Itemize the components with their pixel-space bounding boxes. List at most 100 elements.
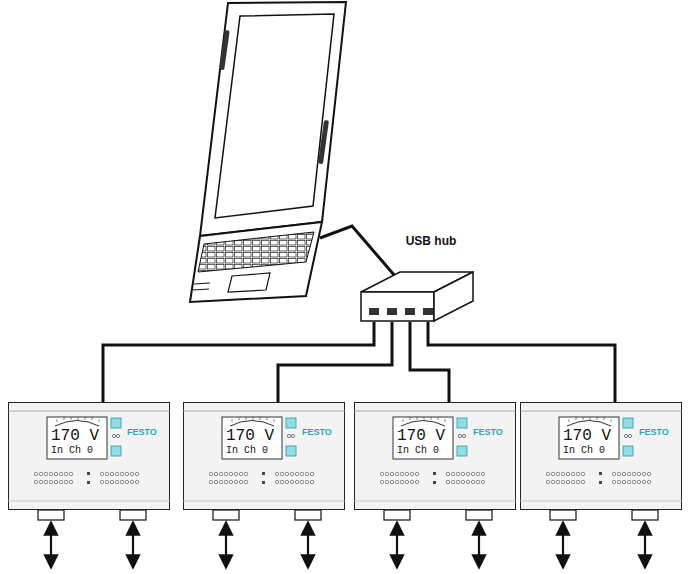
drawing-stroke [224, 480, 227, 483]
drawing-stroke [57, 419, 58, 422]
drawing-stroke [267, 417, 268, 420]
drawing-stroke [78, 417, 79, 420]
drawing-stroke [354, 411, 516, 412]
drawing-stroke [401, 421, 445, 427]
drawing-stroke [120, 480, 123, 483]
drawing-stroke [637, 480, 640, 483]
drawing-stroke [581, 480, 584, 483]
drawing-stroke [135, 480, 138, 483]
display-channel: In Ch 0 [51, 445, 93, 457]
drawing-stroke [569, 419, 570, 422]
drawing-stroke [232, 419, 233, 422]
drawing-stroke [87, 472, 90, 475]
drawing-stroke [47, 417, 107, 459]
drawing-stroke [438, 417, 439, 420]
drawing-stroke [576, 472, 579, 475]
drawing-stroke [410, 417, 411, 420]
drawing-stroke [105, 480, 108, 483]
drawing-stroke [424, 417, 425, 420]
io-port [213, 510, 239, 520]
drawing-stroke [59, 472, 62, 475]
drawing-stroke [637, 472, 640, 475]
drawing-stroke [110, 472, 113, 475]
io-arrow [478, 528, 480, 562]
drawing-stroke [130, 472, 133, 475]
display-value: 170 V [397, 427, 445, 445]
drawing-stroke [112, 434, 115, 437]
drawing-stroke [116, 434, 119, 437]
drawing-stroke [125, 480, 128, 483]
drawing-stroke [92, 417, 93, 420]
drawing-stroke [556, 480, 559, 483]
drawing-stroke [275, 472, 278, 475]
display-channel: In Ch 0 [397, 445, 439, 457]
drawing-stroke [457, 446, 467, 456]
drawing-stroke [274, 419, 275, 422]
drawing-stroke [380, 472, 383, 475]
drawing-stroke [481, 480, 484, 483]
drawing-stroke [253, 417, 254, 420]
drawing-stroke [387, 308, 397, 315]
drawing-stroke [183, 501, 345, 502]
drawing-stroke [8, 501, 170, 502]
drawing-stroke [647, 480, 650, 483]
drawing-stroke [590, 417, 591, 420]
drawing-stroke [111, 418, 121, 428]
drawing-stroke [476, 480, 479, 483]
drawing-stroke [110, 480, 113, 483]
drawing-stroke [461, 480, 464, 483]
display-channel: In Ch 0 [226, 445, 268, 457]
drawing-stroke [100, 472, 103, 475]
drawing-stroke [291, 434, 294, 437]
drawing-stroke [559, 417, 619, 459]
drawing-stroke [642, 472, 645, 475]
drawing-stroke [115, 480, 118, 483]
drawing-stroke [49, 472, 52, 475]
usb-cable [428, 322, 615, 402]
io-arrow [132, 528, 134, 562]
drawing-stroke [285, 472, 288, 475]
drawing-stroke [456, 480, 459, 483]
drawing-stroke [627, 472, 630, 475]
drawing-stroke [115, 472, 118, 475]
drawing-stroke [55, 421, 99, 427]
drawing-stroke [183, 411, 345, 412]
drawing-stroke [405, 308, 415, 315]
drawing-stroke [466, 472, 469, 475]
drawing-stroke [287, 434, 290, 437]
drawing-stroke [8, 411, 170, 412]
drawing-stroke [520, 411, 682, 412]
drawing-stroke [627, 480, 630, 483]
drawing-stroke [597, 417, 598, 420]
drawing-stroke [415, 472, 418, 475]
drawing-stroke [617, 480, 620, 483]
easyport-module: 170 VIn Ch 0FESTO [8, 402, 170, 510]
drawing-stroke [623, 418, 633, 428]
io-arrow [562, 528, 564, 562]
io-arrow [644, 528, 646, 562]
drawing-stroke [100, 480, 103, 483]
io-port [38, 510, 64, 520]
io-port [384, 510, 410, 520]
drawing-stroke [230, 421, 274, 427]
drawing-stroke [69, 480, 72, 483]
drawing-stroke [44, 472, 47, 475]
drawing-stroke [59, 480, 62, 483]
drawing-stroke [64, 472, 67, 475]
drawing-stroke [417, 417, 418, 420]
usb-hub: USB hub [360, 234, 474, 322]
io-port [120, 510, 146, 520]
drawing-stroke [647, 472, 650, 475]
drawing-stroke [244, 480, 247, 483]
drawing-stroke [234, 480, 237, 483]
drawing-stroke [576, 480, 579, 483]
drawing-stroke [462, 434, 465, 437]
drawing-stroke [423, 308, 433, 315]
drawing-stroke [390, 472, 393, 475]
brand-label: FESTO [639, 427, 669, 438]
drawing-stroke [400, 472, 403, 475]
easyport-module: 170 VIn Ch 0FESTO [354, 402, 516, 510]
drawing-stroke [520, 501, 682, 502]
drawing-stroke [354, 501, 516, 502]
drawing-stroke [434, 272, 473, 321]
